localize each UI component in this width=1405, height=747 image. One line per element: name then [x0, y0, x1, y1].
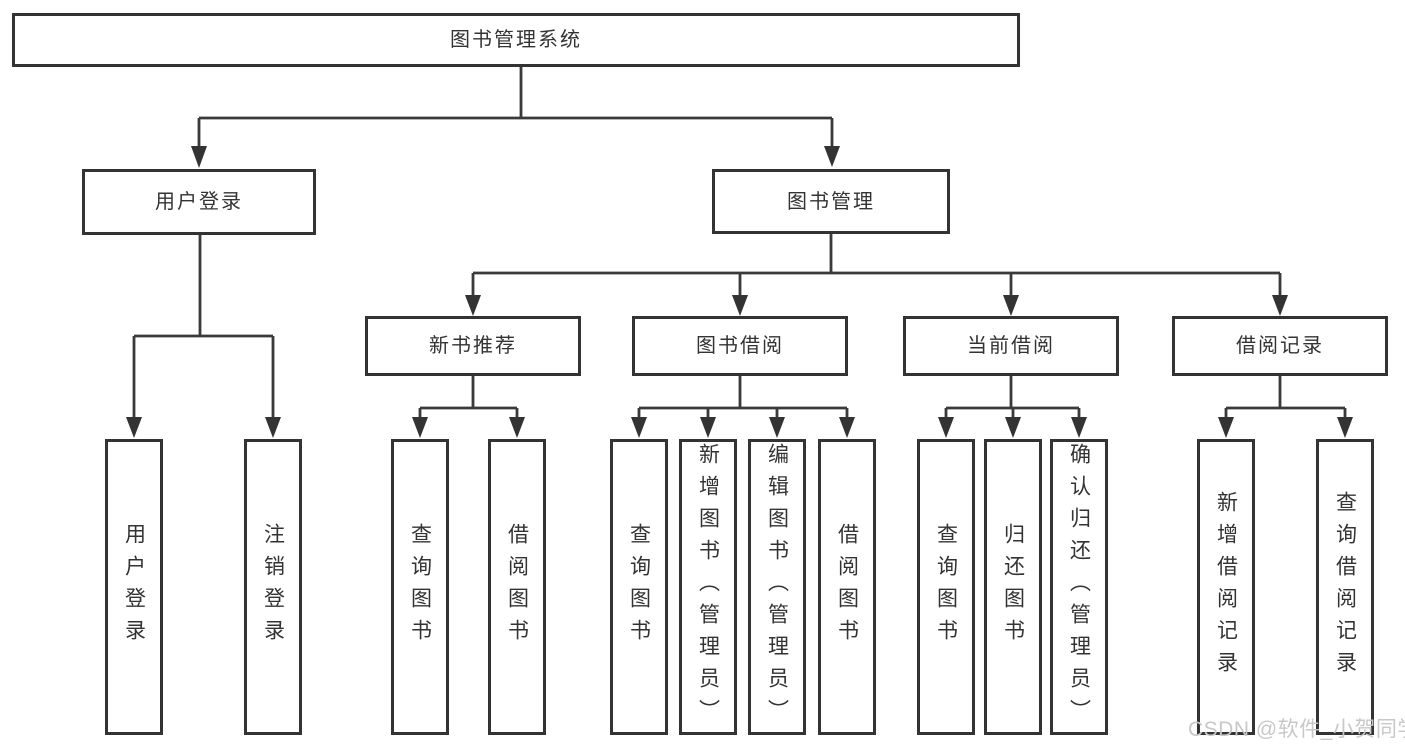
leaf-records-query-record: 查询借阅记录	[1316, 439, 1374, 735]
leaf-current-confirm-return-admin: 确认归还（管理员）	[1050, 439, 1108, 735]
connector-recommend-to-leaves	[418, 376, 519, 420]
csdn-watermark: CSDN @软件_小贺同学	[1188, 718, 1405, 741]
leaf-borrow-borrow-books: 借阅图书	[818, 439, 876, 735]
node-user-login: 用户登录	[82, 169, 316, 235]
leaf-user-login: 用户登录	[105, 439, 163, 735]
leaf-recommend-query-books: 查询图书	[391, 439, 449, 735]
connector-books-to-level3	[471, 234, 1282, 298]
node-current-borrow: 当前借阅	[903, 316, 1119, 376]
node-root: 图书管理系统	[12, 13, 1020, 67]
connector-borrow-to-leaves	[637, 376, 849, 420]
leaf-borrow-query-books: 查询图书	[610, 439, 668, 735]
arrowheads	[126, 146, 1353, 438]
connector-root-to-level2	[197, 66, 834, 148]
node-book-borrow: 图书借阅	[632, 316, 848, 376]
leaf-current-query-books: 查询图书	[917, 439, 975, 735]
leaf-logout: 注销登录	[244, 439, 302, 735]
connector-current-to-leaves	[944, 376, 1081, 420]
node-book-management: 图书管理	[712, 169, 950, 234]
connector-records-to-leaves	[1224, 376, 1347, 420]
connector-user-to-leaves	[132, 235, 275, 420]
leaf-borrow-edit-books-admin: 编辑图书（管理员）	[748, 439, 806, 735]
leaf-current-return-books: 归还图书	[984, 439, 1042, 735]
leaf-borrow-add-books-admin: 新增图书（管理员）	[679, 439, 737, 735]
node-borrow-records: 借阅记录	[1172, 316, 1388, 376]
leaf-recommend-borrow-books: 借阅图书	[488, 439, 546, 735]
node-new-book-recommend: 新书推荐	[365, 316, 581, 376]
leaf-records-add-record: 新增借阅记录	[1197, 439, 1255, 735]
